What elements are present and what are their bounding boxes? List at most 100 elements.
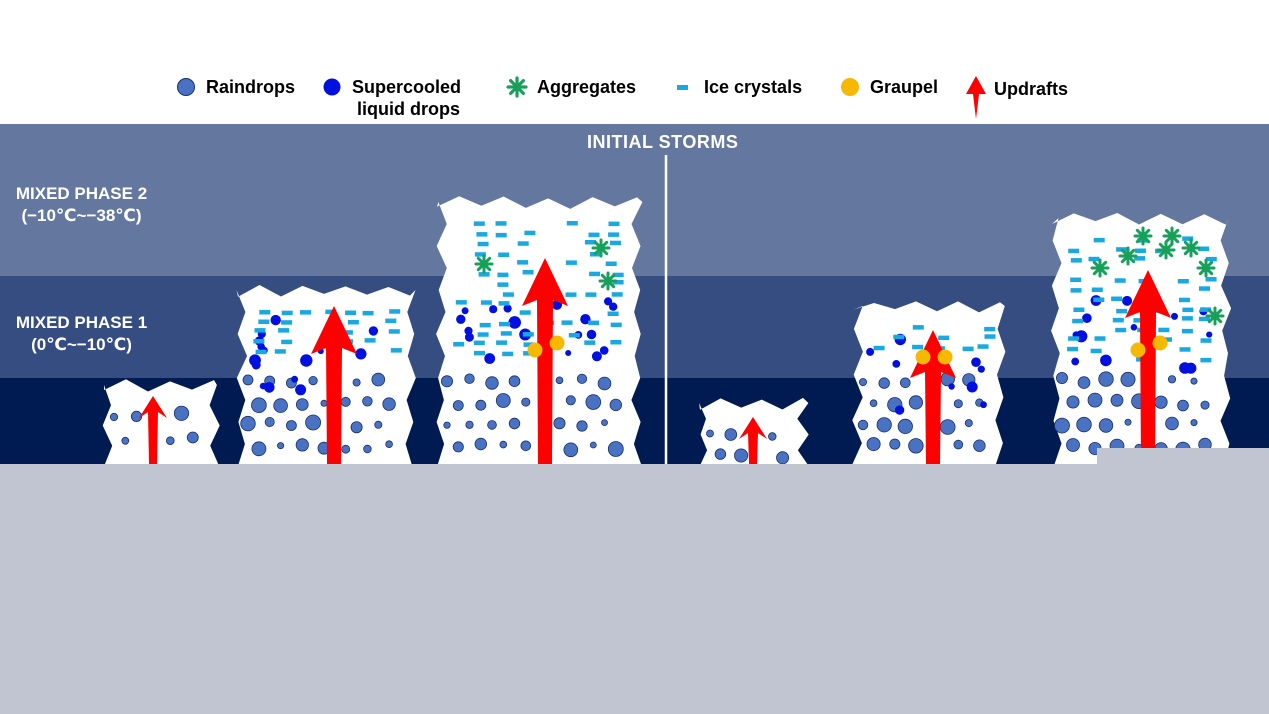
aggregate-flake	[1156, 240, 1176, 260]
aggregate-icon	[506, 76, 528, 98]
raindrop	[1066, 395, 1080, 409]
graupel-icon	[841, 78, 859, 96]
supercooled-drop	[980, 401, 987, 409]
ice-crystal	[588, 232, 600, 238]
raindrop	[899, 377, 911, 389]
ice-crystal	[479, 322, 491, 328]
raindrop	[889, 438, 901, 450]
ice-crystal	[364, 338, 376, 343]
ice-crystal	[1067, 346, 1079, 352]
raindrop	[953, 439, 964, 450]
ice-crystal	[1073, 307, 1085, 312]
ice-crystal	[1093, 237, 1105, 243]
updraft-arrow	[739, 417, 767, 464]
ice-crystal	[588, 320, 600, 326]
supercooled-drop	[892, 360, 901, 368]
raindrop	[371, 372, 386, 387]
raindrop	[1077, 376, 1091, 389]
raindrop	[308, 375, 318, 386]
supercooled-drop	[1130, 324, 1138, 331]
raindrop	[1056, 371, 1069, 384]
ice-crystal	[610, 240, 621, 246]
ice-crystal	[496, 340, 508, 345]
ice-crystal	[585, 292, 597, 297]
supercooled-drop	[948, 383, 955, 390]
ice-crystal	[388, 329, 400, 334]
raindrop	[109, 412, 119, 422]
ice-crystal	[1088, 256, 1100, 262]
aggregate-flake	[598, 271, 618, 291]
raindrop	[475, 399, 487, 411]
raindrop	[242, 374, 254, 386]
raindrop	[734, 448, 749, 463]
ice-crystal	[1116, 308, 1128, 314]
ice-crystal	[1111, 296, 1123, 301]
raindrop	[352, 378, 361, 387]
ice-crystal	[281, 320, 293, 325]
ice-crystal	[341, 330, 353, 335]
legend-label: Updrafts	[994, 79, 1069, 99]
ice-crystal	[524, 230, 536, 236]
raindrop	[273, 398, 288, 413]
ice-crystal	[498, 252, 510, 257]
raindrop	[878, 377, 890, 389]
ice-crystal	[474, 252, 486, 257]
ice-crystal	[611, 292, 623, 297]
raindrop	[385, 440, 393, 449]
ice-crystal	[584, 340, 596, 345]
supercooled-drop	[966, 381, 978, 393]
raindrop	[508, 417, 521, 430]
raindrop	[1054, 417, 1070, 434]
storm-cloud	[436, 196, 643, 467]
band-temp-range: (0℃~−10℃)	[31, 335, 132, 354]
legend-item-aggregates: Aggregates	[505, 76, 636, 98]
ice-crystal	[1205, 256, 1217, 262]
raindrop	[563, 442, 579, 458]
raindrop	[589, 441, 597, 449]
raindrop	[1190, 377, 1198, 385]
ice-crystal	[476, 232, 488, 237]
ice-crystal	[473, 221, 485, 226]
ice-crystal	[1134, 256, 1146, 261]
ice-crystal	[584, 240, 596, 245]
raindrop	[305, 414, 322, 431]
storm-cloud	[1051, 213, 1232, 466]
raindrop	[464, 373, 475, 384]
ice-crystal	[565, 260, 577, 265]
raindrop	[362, 396, 373, 407]
raindrop	[285, 420, 297, 431]
raindrop	[1165, 416, 1179, 431]
raindrop	[1066, 438, 1080, 452]
supercooled-drop	[503, 304, 512, 313]
ice-crystal	[610, 340, 622, 345]
raindrop	[452, 441, 464, 453]
supercooled-drop	[355, 348, 367, 360]
supercooled-drop	[894, 405, 905, 415]
graupel-pellet	[915, 349, 931, 365]
supercooled-drop	[1071, 357, 1080, 366]
supercooled-drop	[461, 307, 469, 315]
graupel-pellet	[1130, 342, 1146, 358]
ice-crystal	[984, 326, 996, 332]
updraft-arrow	[139, 396, 167, 464]
ice-crystal	[325, 309, 337, 315]
raindrop	[374, 420, 383, 429]
legend-item-ice-crystals: Ice crystals	[674, 76, 802, 98]
raindrop	[597, 376, 612, 391]
legend-label-line1: Supercooled	[352, 77, 462, 97]
ice-crystal-icon	[677, 85, 688, 90]
aggregate-flake	[1118, 246, 1138, 266]
supercooled-drop	[251, 360, 261, 370]
ground-step	[1097, 448, 1269, 466]
legend-label: Aggregates	[537, 77, 637, 97]
ice-crystal	[608, 221, 620, 227]
graupel-pellet	[527, 342, 543, 358]
ice-crystal	[362, 310, 374, 316]
ice-crystal	[1112, 317, 1124, 323]
updraft-arrow	[311, 306, 357, 464]
raindrop-icon	[177, 78, 195, 96]
ice-crystal	[517, 260, 529, 265]
ice-crystal	[300, 310, 311, 315]
raindrop	[173, 405, 190, 421]
ice-crystal	[519, 310, 531, 315]
